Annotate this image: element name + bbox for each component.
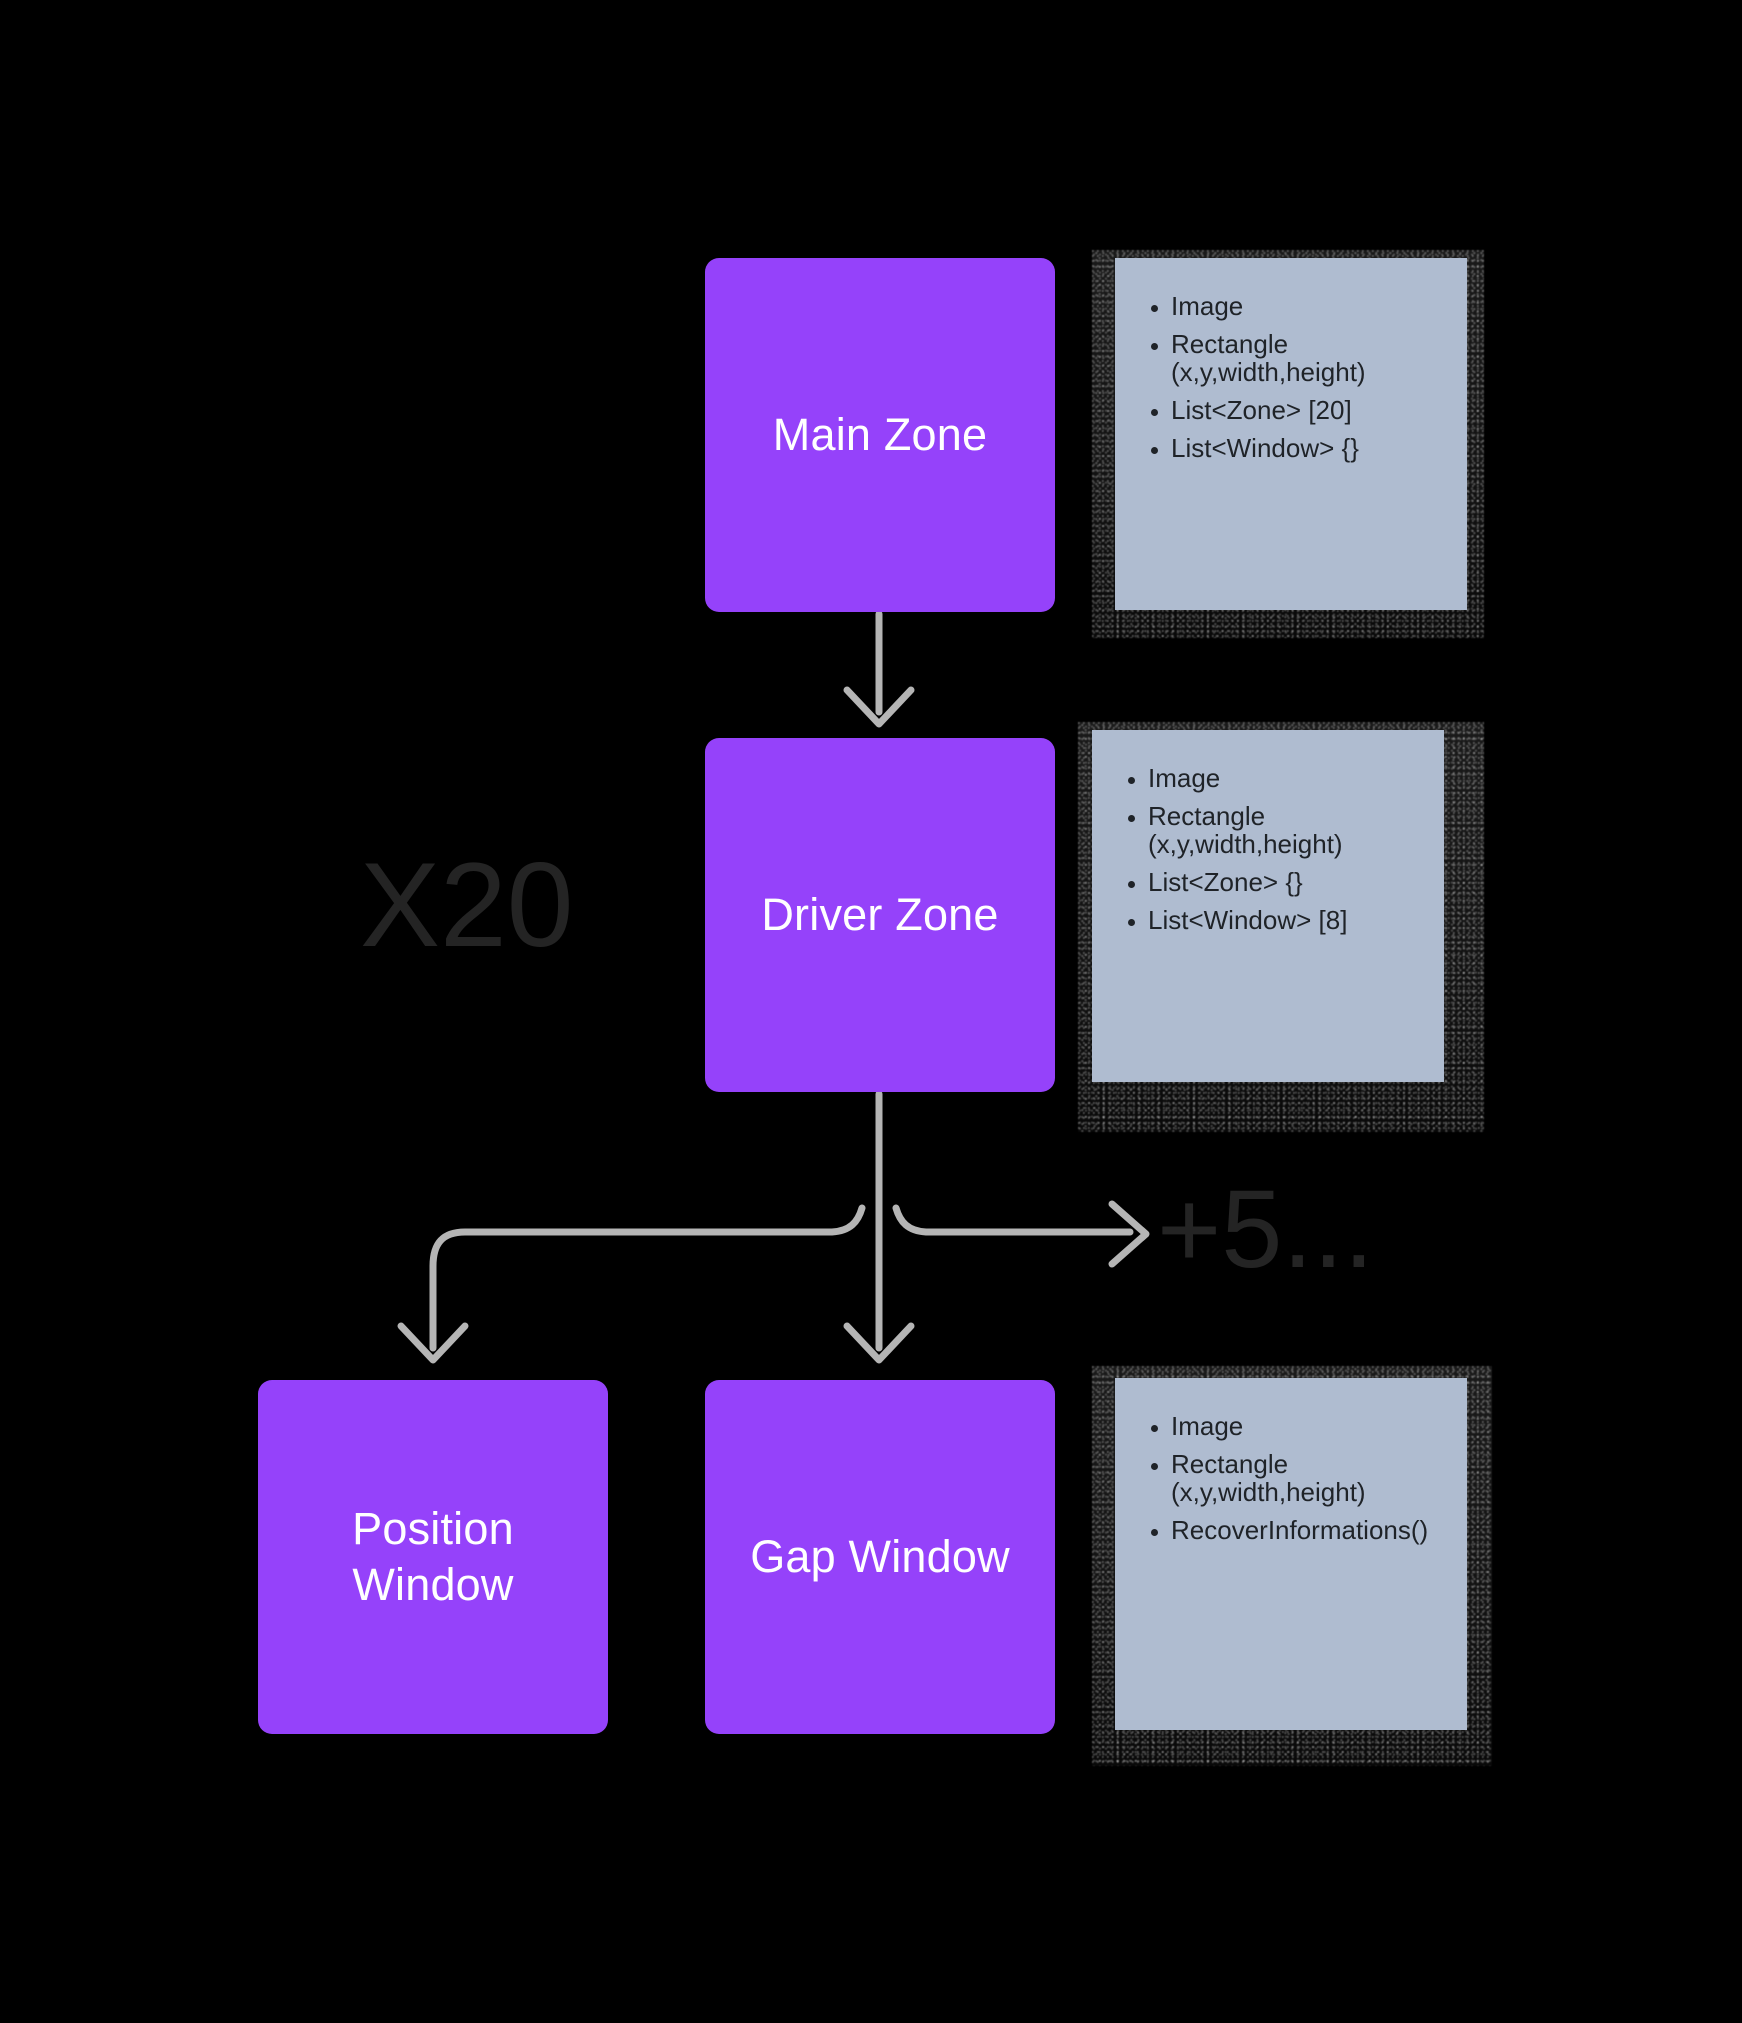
note-card-main-zone: Image Rectangle (x,y,width,height) List<… (1115, 258, 1467, 610)
note-item: Image (1151, 292, 1441, 320)
connector-driver-to-position (397, 1204, 866, 1364)
note-item: Rectangle (x,y,width,height) (1151, 330, 1441, 386)
note-list: Image Rectangle (x,y,width,height) List<… (1149, 292, 1441, 462)
note-item: Image (1151, 1412, 1441, 1440)
node-gap-window[interactable]: Gap Window (705, 1380, 1055, 1734)
note-item: RecoverInformations() (1151, 1516, 1441, 1544)
note-item: List<Window> [8] (1128, 906, 1418, 934)
node-driver-zone[interactable]: Driver Zone (705, 738, 1055, 1092)
node-position-window-label: Position Window (352, 1502, 514, 1610)
note-item: Rectangle (x,y,width,height) (1128, 802, 1418, 858)
note-item: List<Zone> {} (1128, 868, 1418, 896)
note-list: Image Rectangle (x,y,width,height) Recov… (1149, 1412, 1441, 1544)
continuation-caption: +5... (1157, 1168, 1375, 1291)
connector-driver-to-continuation (892, 1200, 1150, 1268)
note-item: Image (1128, 764, 1418, 792)
multiplier-caption: X20 (360, 838, 574, 972)
note-item: Rectangle (x,y,width,height) (1151, 1450, 1441, 1506)
note-card-driver-zone: Image Rectangle (x,y,width,height) List<… (1092, 730, 1444, 1082)
node-main-zone[interactable]: Main Zone (705, 258, 1055, 612)
connector-main-to-driver (843, 610, 915, 728)
node-gap-window-label: Gap Window (750, 1530, 1010, 1582)
note-item: List<Zone> [20] (1151, 396, 1441, 424)
connector-driver-to-gap (843, 1090, 915, 1364)
note-list: Image Rectangle (x,y,width,height) List<… (1126, 764, 1418, 934)
node-main-zone-label: Main Zone (772, 408, 988, 460)
node-driver-zone-label: Driver Zone (761, 888, 999, 940)
note-item: List<Window> {} (1151, 434, 1441, 462)
note-card-gap-window: Image Rectangle (x,y,width,height) Recov… (1115, 1378, 1467, 1730)
node-position-window[interactable]: Position Window (258, 1380, 608, 1734)
